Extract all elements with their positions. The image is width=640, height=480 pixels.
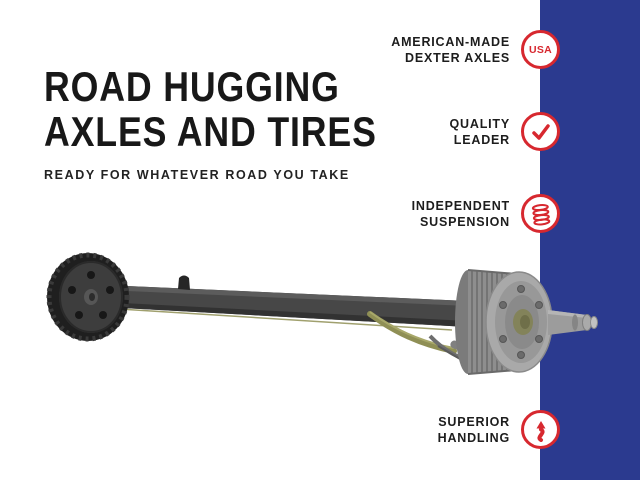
- right-brake-drum: [455, 269, 553, 375]
- title-block: ROAD HUGGING AXLES AND TIRES READY FOR W…: [44, 64, 435, 182]
- feature-quality-leader: QUALITY LEADER: [450, 112, 560, 151]
- usa-badge-text: USA: [528, 43, 553, 56]
- checkmark-icon: [521, 112, 560, 151]
- feature-label: SUPERIOR HANDLING: [437, 414, 510, 445]
- winding-road-arrow-icon: [521, 410, 560, 449]
- coil-spring-icon: [521, 194, 560, 233]
- coil-spring-glyph: [531, 203, 550, 225]
- feature-label: QUALITY LEADER: [449, 116, 510, 147]
- page-subtitle: READY FOR WHATEVER ROAD YOU TAKE: [44, 168, 350, 182]
- page-title-line-2: AXLES AND TIRES: [44, 108, 377, 155]
- axle-tube: [104, 275, 468, 331]
- axle-spindle: [548, 310, 598, 335]
- page-title-line-1: ROAD HUGGING: [44, 63, 340, 110]
- left-brake-drum: [46, 252, 130, 342]
- feature-label: INDEPENDENT SUSPENSION: [411, 198, 510, 229]
- blue-accent-bar: [540, 0, 640, 480]
- winding-road-arrow-glyph: [536, 420, 545, 442]
- checkmark-glyph: [531, 123, 550, 140]
- feature-label: AMERICAN-MADE DEXTER AXLES: [391, 34, 510, 65]
- feature-american-made: AMERICAN-MADE DEXTER AXLES USA: [391, 30, 560, 69]
- usa-badge-icon: USA: [521, 30, 560, 69]
- feature-independent-suspension: INDEPENDENT SUSPENSION: [412, 194, 560, 233]
- feature-superior-handling: SUPERIOR HANDLING: [438, 410, 560, 449]
